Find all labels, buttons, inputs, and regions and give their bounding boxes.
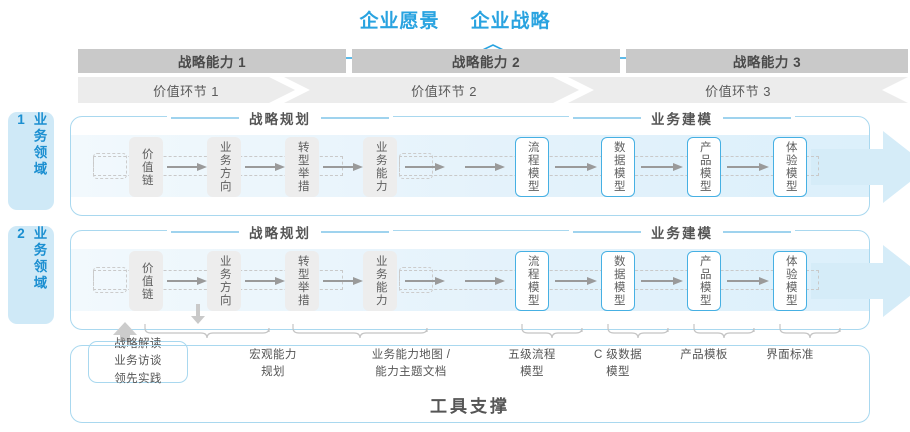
tool-label-capability-map-text: 业务能力地图 / 能力主题文档 xyxy=(371,349,451,378)
node-data-model-label: 数据模型 xyxy=(612,141,625,193)
lane-domain-2: 战略规划 业务建模 价值链 业务方向 转型举措 业务能力 流程模型 数据模型 产… xyxy=(70,222,910,330)
chevron-separators-icon xyxy=(269,77,908,103)
value-stage-2[interactable]: 价值环节 2 xyxy=(310,77,578,103)
lane-domain-1: 战略规划 业务建模 价值链 业务方向 转型举措 业务能力 流程模型 数据模型 xyxy=(70,108,910,216)
node-value-chain-label: 价值链 xyxy=(140,261,153,301)
tool-label-interface-standard: 界面标准 xyxy=(745,347,835,364)
footer-container: 工具支撑 xyxy=(70,345,870,423)
lane-2-placeholder-left xyxy=(93,267,127,293)
section-rule-right xyxy=(723,117,791,119)
node-business-direction[interactable]: 业务方向 xyxy=(207,137,241,197)
node-process-model[interactable]: 流程模型 xyxy=(515,137,549,197)
section-rule-right xyxy=(723,231,791,233)
capability-3-label: 战略能力 3 xyxy=(732,55,802,70)
value-stage-background xyxy=(78,77,908,103)
node-business-direction-label: 业务方向 xyxy=(218,141,231,193)
node-product-model[interactable]: 产品模型 xyxy=(687,251,721,311)
lane-1-arrow-icon xyxy=(811,131,910,203)
node-business-capability-label: 业务能力 xyxy=(374,141,387,193)
node-value-chain[interactable]: 价值链 xyxy=(129,137,163,197)
domain-tag-1-label: 业务领域 1 xyxy=(13,112,47,178)
node-experience-model[interactable]: 体验模型 xyxy=(773,137,807,197)
node-product-model-label: 产品模型 xyxy=(698,141,711,193)
tool-label-product-template-text: 产品模板 xyxy=(680,349,728,361)
capability-header-row: 战略能力 1 战略能力 2 战略能力 3 xyxy=(78,49,908,73)
value-stage-1-label: 价值环节 1 xyxy=(153,83,219,99)
strategy-title: 企业战略 xyxy=(470,11,551,32)
tool-label-product-template: 产品模板 xyxy=(659,347,749,364)
tool-brackets-icon xyxy=(144,304,841,339)
domain-tag-1[interactable]: 业务领域 1 xyxy=(8,112,54,210)
header-titles: 企业愿景 企业战略 xyxy=(0,6,910,33)
tool-pill-strategy-interpretation-label: 战略解读 业务访谈 领先实践 xyxy=(114,338,162,385)
value-stage-3[interactable]: 价值环节 3 xyxy=(594,77,882,103)
node-business-direction[interactable]: 业务方向 xyxy=(207,251,241,311)
lane-1-section-modeling: 业务建模 xyxy=(569,108,795,128)
section-rule-left xyxy=(171,231,239,233)
node-process-model-label: 流程模型 xyxy=(526,255,539,307)
section-rule-left xyxy=(171,117,239,119)
lane-1-planning-label: 战略规划 xyxy=(249,112,311,127)
lane-2-section-planning: 战略规划 xyxy=(167,222,393,242)
node-transformation-measures[interactable]: 转型举措 xyxy=(285,251,319,311)
lane-1-placeholder-left xyxy=(93,153,127,179)
section-rule-left xyxy=(573,117,641,119)
value-stage-2-label: 价值环节 2 xyxy=(411,83,477,99)
node-business-direction-label: 业务方向 xyxy=(218,255,231,307)
section-rule-left xyxy=(573,231,641,233)
capability-2-label: 战略能力 2 xyxy=(451,55,521,70)
lane-2-modeling-label: 业务建模 xyxy=(651,226,713,241)
tool-label-five-level-process-model: 五级流程 模型 xyxy=(487,347,577,380)
node-transformation-measures-label: 转型举措 xyxy=(296,255,309,307)
node-product-model[interactable]: 产品模型 xyxy=(687,137,721,197)
node-business-capability-label: 业务能力 xyxy=(374,255,387,307)
tool-label-c-level-data-model: C 级数据 模型 xyxy=(573,347,663,380)
tool-up-arrow-icon xyxy=(113,322,137,348)
node-experience-model[interactable]: 体验模型 xyxy=(773,251,807,311)
lane-1-modeling-label: 业务建模 xyxy=(651,112,713,127)
tool-pill-strategy-interpretation[interactable]: 战略解读 业务访谈 领先实践 xyxy=(88,338,188,385)
capability-3[interactable]: 战略能力 3 xyxy=(626,49,908,73)
node-data-model-label: 数据模型 xyxy=(612,255,625,307)
node-transformation-measures[interactable]: 转型举措 xyxy=(285,137,319,197)
vision-title: 企业愿景 xyxy=(359,11,440,32)
node-value-chain[interactable]: 价值链 xyxy=(129,251,163,311)
node-data-model[interactable]: 数据模型 xyxy=(601,137,635,197)
lane-2-section-modeling: 业务建模 xyxy=(569,222,795,242)
value-stage-1[interactable]: 价值环节 1 xyxy=(78,77,294,103)
domain-tag-2[interactable]: 业务领域 2 xyxy=(8,226,54,324)
capability-1-label: 战略能力 1 xyxy=(177,55,247,70)
node-process-model-label: 流程模型 xyxy=(526,141,539,193)
node-product-model-label: 产品模型 xyxy=(698,255,711,307)
tool-label-c-level-data-model-text: C 级数据 模型 xyxy=(594,349,642,378)
tool-label-macro-capability-planning: 宏观能力 规划 xyxy=(218,347,328,380)
tool-label-macro-capability-planning-text: 宏观能力 规划 xyxy=(249,349,297,378)
capability-2[interactable]: 战略能力 2 xyxy=(352,49,620,73)
lane-2-arrow-icon xyxy=(811,245,910,317)
domain-tag-2-label: 业务领域 2 xyxy=(13,226,47,292)
node-business-capability[interactable]: 业务能力 xyxy=(363,137,397,197)
value-stage-row: 价值环节 1 价值环节 2 价值环节 3 xyxy=(78,77,908,103)
node-transformation-measures-label: 转型举措 xyxy=(296,141,309,193)
lane-1-section-planning: 战略规划 xyxy=(167,108,393,128)
tool-label-interface-standard-text: 界面标准 xyxy=(766,349,814,361)
lane-2-arrows-icon xyxy=(167,277,769,285)
tool-label-capability-map: 业务能力地图 / 能力主题文档 xyxy=(346,347,476,380)
lane-1-arrows-icon xyxy=(167,163,769,171)
footer-label: 工具支撑 xyxy=(430,397,510,416)
node-process-model[interactable]: 流程模型 xyxy=(515,251,549,311)
node-business-capability[interactable]: 业务能力 xyxy=(363,251,397,311)
value-stage-3-label: 价值环节 3 xyxy=(705,83,771,99)
node-value-chain-label: 价值链 xyxy=(140,147,153,187)
section-rule-right xyxy=(321,231,389,233)
section-rule-right xyxy=(321,117,389,119)
node-data-model[interactable]: 数据模型 xyxy=(601,251,635,311)
node-experience-model-label: 体验模型 xyxy=(784,141,797,193)
capability-1[interactable]: 战略能力 1 xyxy=(78,49,346,73)
tool-label-five-level-process-model-text: 五级流程 模型 xyxy=(508,349,556,378)
node-experience-model-label: 体验模型 xyxy=(784,255,797,307)
lane-2-planning-label: 战略规划 xyxy=(249,226,311,241)
